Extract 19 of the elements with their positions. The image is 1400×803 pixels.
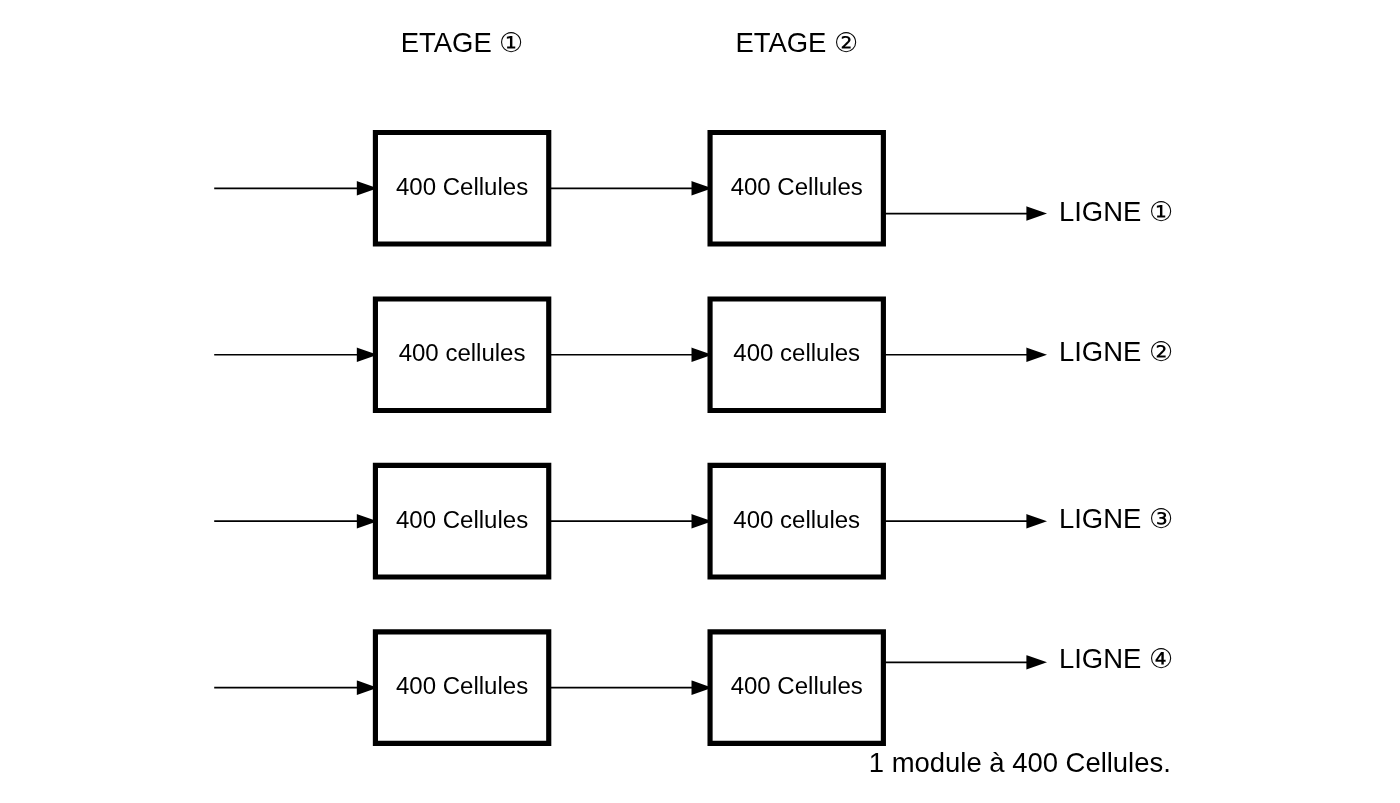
node-box: 400 cellules: [707, 462, 886, 580]
node-box: 400 Cellules: [707, 129, 886, 247]
node-text: LIGNE ③: [1058, 502, 1173, 534]
arrow: [883, 513, 1047, 529]
node-text: LIGNE ①: [1058, 195, 1173, 227]
node-text: LIGNE ②: [1058, 336, 1173, 368]
label: ETAGE ①: [400, 27, 524, 59]
label: ETAGE ②: [735, 27, 859, 59]
node-box: 400 Cellules: [372, 629, 552, 746]
node-box: 400 Cellules: [372, 129, 552, 247]
node-box: 400 Cellules: [372, 462, 552, 580]
node-box: 400 cellules: [707, 296, 886, 414]
node-box: 400 Cellules: [707, 629, 886, 746]
arrow: [883, 655, 1047, 670]
node-text: LIGNE ④: [1058, 643, 1173, 675]
arrow: [883, 206, 1047, 221]
caption: 1 module à 400 Cellules.: [868, 747, 1171, 779]
arrow: [883, 347, 1047, 362]
node-box: 400 cellules: [372, 296, 552, 414]
